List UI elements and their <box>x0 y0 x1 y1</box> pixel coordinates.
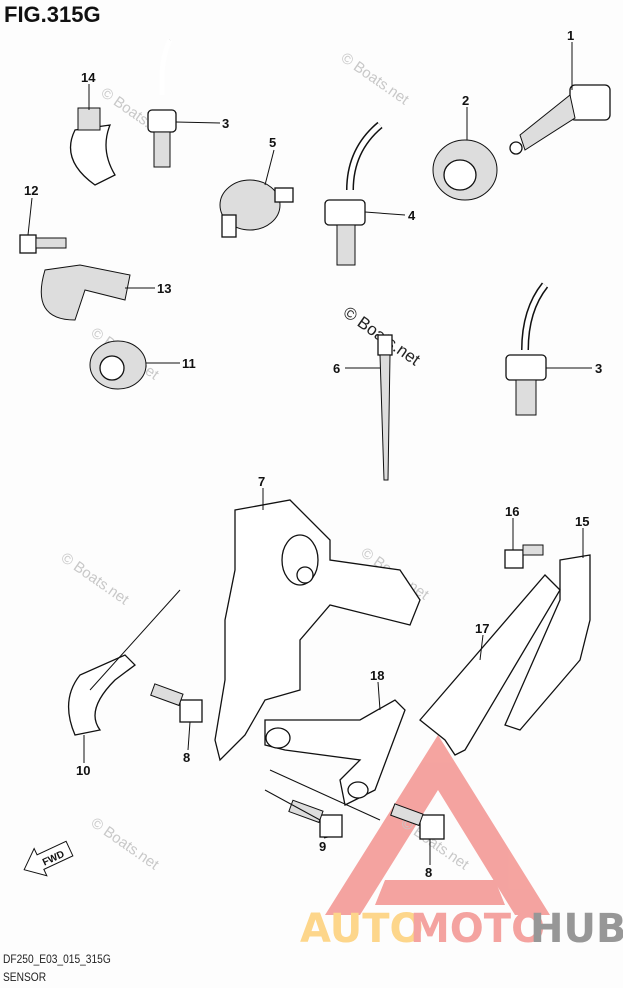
callout-17: 17 <box>475 621 489 636</box>
callout-4: 4 <box>408 208 416 223</box>
part-18-bracket <box>264 699 406 806</box>
part-6-cable-tie <box>377 334 393 481</box>
callout-2: 2 <box>462 93 469 108</box>
callout-13: 13 <box>157 281 171 296</box>
callout-14: 14 <box>81 70 96 85</box>
part-5-knock-sensor <box>219 179 294 238</box>
part-7-bracket <box>214 499 421 762</box>
callout-1: 1 <box>567 28 574 43</box>
figure-title: FIG.315G <box>4 2 101 27</box>
callout-3b: 3 <box>595 361 602 376</box>
part-14-clip <box>69 107 116 186</box>
part-10-clamp <box>67 654 136 736</box>
leader-lines <box>27 42 592 865</box>
callout-6: 6 <box>333 361 340 376</box>
callout-12: 12 <box>24 183 38 198</box>
part-11-grommet <box>89 340 147 390</box>
callout-3: 3 <box>222 116 229 131</box>
part-8-bolt-right <box>390 803 445 840</box>
automotohub-logo: AUTO MOTO HUB <box>300 735 623 952</box>
callout-10: 10 <box>76 763 90 778</box>
part-15-plate <box>504 554 591 731</box>
svg-text:MOTO: MOTO <box>410 906 545 952</box>
svg-text:© Boats.net: © Boats.net <box>58 549 133 608</box>
part-16-bolt <box>504 544 544 569</box>
callout-16: 16 <box>505 504 519 519</box>
callouts: 1 2 3 4 5 14 12 13 11 6 3 7 16 15 17 18 … <box>24 28 602 880</box>
part-9-bolt <box>288 799 343 838</box>
callout-7: 7 <box>258 474 265 489</box>
fwd-arrow-icon: FWD <box>23 840 74 877</box>
svg-text:© Boats.net: © Boats.net <box>88 814 163 873</box>
diagram-code: DF250_E03_015_315G <box>3 952 111 966</box>
callout-15: 15 <box>575 514 589 529</box>
diagram-subtitle: SENSOR <box>3 970 47 984</box>
part-8-bolt-left <box>150 683 203 723</box>
part-4-sensor <box>324 121 383 266</box>
svg-text:AUTO: AUTO <box>300 906 424 952</box>
svg-text:© Boats.net: © Boats.net <box>338 49 413 108</box>
callout-5: 5 <box>269 135 276 150</box>
callout-9: 9 <box>319 839 326 854</box>
watermarks: © Boats.net © Boats.net © Boats.net © Bo… <box>58 49 473 873</box>
part-1-sensor <box>509 84 611 155</box>
part-3-sensor-right <box>505 282 549 416</box>
callout-11: 11 <box>182 356 196 371</box>
callout-8b: 8 <box>425 865 432 880</box>
part-2-grommet <box>432 139 498 201</box>
callout-8: 8 <box>183 750 190 765</box>
svg-text:HUB: HUB <box>530 906 623 952</box>
part-13-clamp <box>40 264 131 321</box>
part-12-bolt <box>19 234 67 254</box>
part-17-arm <box>419 574 561 756</box>
part-3-sensor-top <box>147 38 177 168</box>
callout-18: 18 <box>370 668 384 683</box>
